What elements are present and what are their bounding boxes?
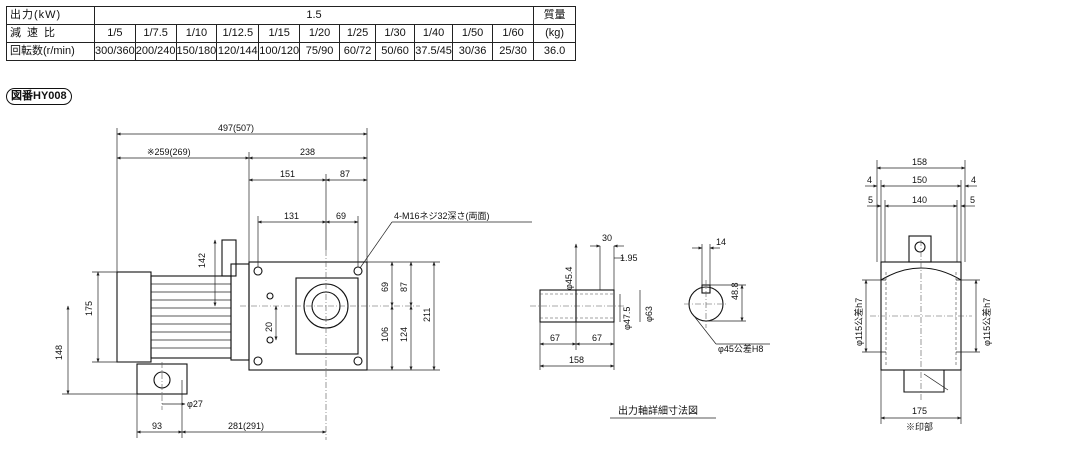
dim-238: 238: [300, 147, 315, 157]
weight-unit: (kg): [533, 24, 577, 43]
dim-195: 1.95: [620, 253, 638, 263]
mount-hole-br: [353, 356, 363, 366]
plug-2: [266, 336, 274, 344]
shaft-detail: 30 1.95 φ45.4 φ47.5 φ63 67 67 158 14 48.…: [530, 233, 770, 419]
dim-151: 151: [280, 169, 295, 179]
dim-69v: 69: [380, 282, 390, 292]
plug-1: [266, 292, 274, 300]
gearbox-housing: [248, 261, 368, 371]
dim-87: 87: [340, 169, 350, 179]
dim-67b: 67: [592, 333, 602, 343]
dim-259: ※259(269): [147, 147, 191, 157]
dim-30: 30: [602, 233, 612, 243]
dim-14: 14: [716, 237, 726, 247]
dim-211: 211: [422, 308, 432, 322]
speed-cell: 60/72: [339, 42, 377, 61]
dim-93: 93: [152, 421, 162, 431]
speed-label: 回転数(r/min): [6, 42, 95, 61]
side-foot: [903, 370, 945, 393]
dim-87v: 87: [399, 282, 409, 292]
side-dim-158: 158: [912, 157, 927, 167]
speed-cell: 37.5/45: [414, 42, 454, 61]
tap-note: 4-M16ネジ32深さ(両面): [394, 211, 490, 221]
side-dim-150: 150: [912, 175, 927, 185]
ratio-cell: 1/5: [94, 24, 136, 43]
dim-488: 48.8: [730, 282, 740, 300]
ratio-cell: 1/20: [299, 24, 341, 43]
speed-cell: 50/60: [375, 42, 416, 61]
side-dim-5a: 5: [868, 195, 873, 205]
mount-hole-tl: [253, 266, 263, 276]
dim-281: 281(291): [228, 421, 264, 431]
ratio-cell: 1/40: [414, 24, 454, 43]
dim-63: φ63: [644, 306, 654, 322]
speed-cell: 100/120: [258, 42, 301, 61]
motor-flange: [230, 263, 250, 361]
dim-175: 175: [84, 301, 94, 316]
dim-131: 131: [284, 211, 299, 221]
mount-hole-bl: [253, 356, 263, 366]
motor-fins: [151, 283, 231, 349]
side-dim-5b: 5: [970, 195, 975, 205]
terminal-box: [221, 239, 237, 277]
speed-cell: 25/30: [492, 42, 535, 61]
side-mark-note: ※印部: [906, 421, 933, 432]
mount-hole-tr: [353, 266, 363, 276]
side-dim-4b: 4: [971, 175, 976, 185]
side-dim-115b: φ115公差h7: [981, 298, 992, 346]
eye-bolt: [908, 235, 932, 263]
eye-bolt-hole: [914, 241, 926, 253]
side-view: 158 150 140 4 4 5 5 φ115公差h7 φ115公差h7 17…: [853, 157, 992, 432]
dim-142: 142: [197, 253, 207, 268]
dim-27: φ27: [187, 399, 203, 409]
shaft-detail-title: 出力軸詳細寸法図: [618, 404, 698, 417]
speed-cell: 200/240: [134, 42, 177, 61]
speed-cell: 120/144: [216, 42, 260, 61]
dim-106: 106: [380, 327, 390, 342]
dim-497: 497(507): [218, 123, 254, 133]
output-boss: [295, 277, 359, 355]
dim-20: 20: [264, 322, 274, 332]
dim-69: 69: [336, 211, 346, 221]
side-dim-115a: φ115公差h7: [853, 298, 864, 346]
figure-number-badge: 図番HY008: [6, 88, 72, 105]
dim-45h8: φ45公差H8: [718, 343, 763, 354]
dim-124: 124: [399, 327, 409, 342]
speed-cell: 30/36: [452, 42, 494, 61]
speed-cell: 300/360: [94, 42, 136, 61]
dim-67a: 67: [550, 333, 560, 343]
dim-475: φ47.5: [622, 307, 632, 330]
side-dim-140: 140: [912, 195, 927, 205]
dim-454: φ45.4: [564, 267, 574, 290]
dim-148: 148: [54, 345, 64, 360]
side-dim-175: 175: [912, 406, 927, 416]
speed-cell: 150/180: [175, 42, 218, 61]
front-view: 497(507) ※259(269) 238 151 87 131 69 4-M…: [54, 123, 532, 440]
dim-158: 158: [569, 355, 584, 365]
motor-fan-cover: [116, 271, 152, 363]
side-dim-4a: 4: [867, 175, 872, 185]
weight-value: 36.0: [533, 42, 577, 61]
motor-body: [150, 275, 232, 359]
